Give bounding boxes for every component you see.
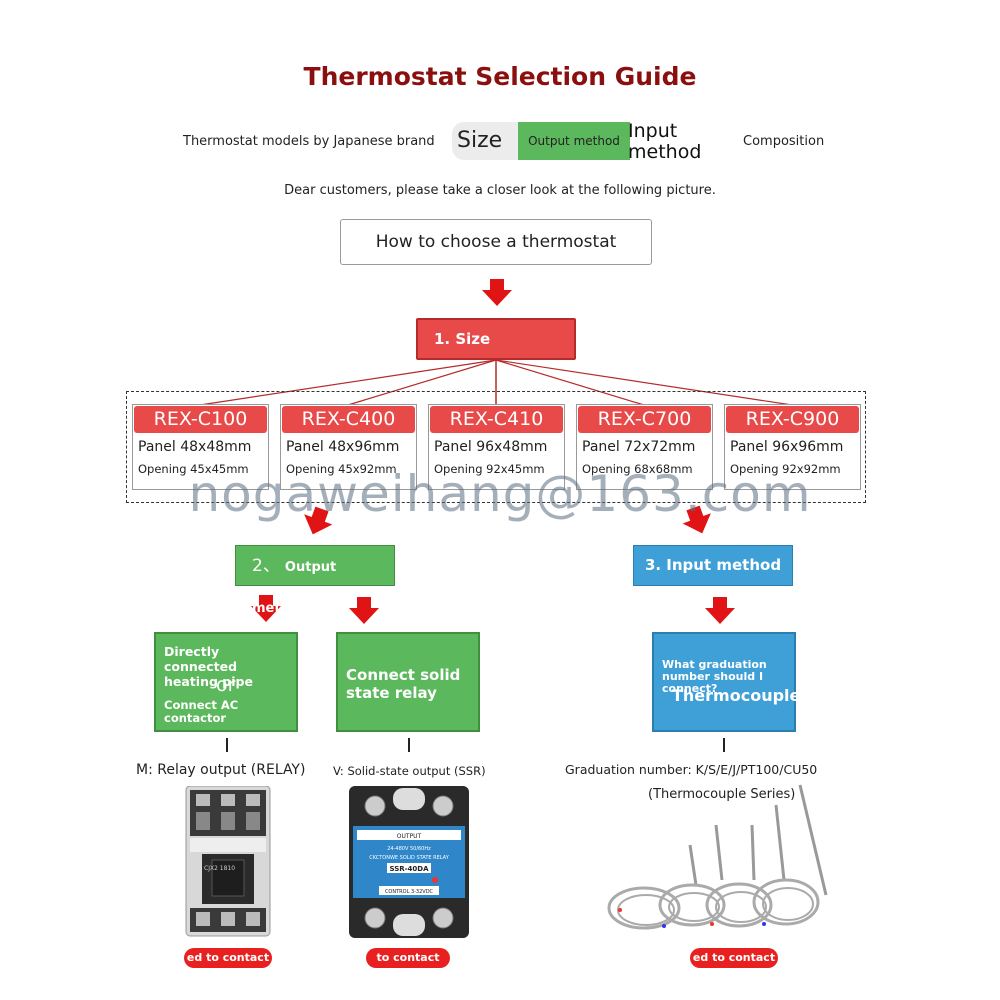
model-name: REX-C100 (134, 406, 267, 433)
output-option-or: or (216, 674, 236, 696)
model-opening-size: Opening 92x92mm (730, 462, 841, 476)
output-option-line2: Connect AC contactor (164, 698, 239, 725)
model-card-rex-c900: REX-C900 Panel 96x96mm Opening 92x92mm (724, 404, 861, 490)
model-name: REX-C400 (282, 406, 415, 433)
output-option-relay-box: Directly connected heating pipe or Conne… (154, 632, 298, 732)
ssr-model-text: SSR-40DA (389, 865, 429, 873)
input-option-box: What graduation number should I connect?… (652, 632, 800, 732)
ssr-load-text: 24-480V 50/60Hz (387, 846, 431, 852)
graduation-caption: Graduation number: K/S/E/J/PT100/CU50 (565, 762, 818, 777)
output-option-ssr-box: Connect solid state relay (336, 632, 480, 732)
input-answer: Thermocouple (672, 686, 801, 705)
arrow-down-icon (482, 279, 512, 306)
ssr-control-text: CONTROL 3-32VDC (385, 889, 434, 895)
connector-tick (226, 738, 228, 752)
model-card-rex-c410: REX-C410 Panel 96x48mm Opening 92x45mm (428, 404, 565, 490)
model-card-rex-c400: REX-C400 Panel 48x96mm Opening 45x92mm (280, 404, 417, 490)
arrow-down-icon (349, 597, 379, 624)
model-opening-size: Opening 68x68mm (582, 462, 693, 476)
contactor-model-text: CJX2 1810 (204, 865, 235, 872)
brand-models-label: Thermostat models by Japanese brand (183, 134, 435, 149)
model-panel-size: Panel 96x96mm (730, 439, 844, 455)
output-option-ssr-text: Connect solid state relay (346, 666, 461, 702)
model-name: REX-C700 (578, 406, 711, 433)
intro-text: Dear customers, please take a closer loo… (284, 183, 716, 198)
series-caption: (Thermocouple Series) (648, 787, 796, 802)
step-size-box: 1. Size (416, 318, 576, 360)
model-card-rex-c700: REX-C700 Panel 72x72mm Opening 68x68mm (576, 404, 713, 490)
size-step-pill: Size (452, 122, 524, 160)
ssr-output-text: OUTPUT (397, 833, 422, 840)
model-opening-size: Opening 92x45mm (434, 462, 545, 476)
step-input-method-box: 3. Input method (633, 545, 793, 586)
model-opening-size: Opening 45x92mm (286, 462, 397, 476)
model-panel-size: Panel 96x48mm (434, 439, 548, 455)
watermark: nogaweihang@163.com (188, 465, 812, 523)
contact-button[interactable]: to contact (366, 948, 450, 968)
ssr-caption: V: Solid-state output (SSR) (333, 764, 486, 778)
model-name: REX-C900 (726, 406, 859, 433)
output-option-line1: Directly connected heating pipe (164, 644, 253, 689)
step-label: Output method (252, 560, 337, 616)
how-to-box: How to choose a thermostat (340, 219, 652, 265)
model-panel-size: Panel 72x72mm (582, 439, 696, 455)
contact-button[interactable]: ed to contact (690, 948, 778, 968)
models-group (126, 391, 866, 503)
thermocouple-probes-image (607, 784, 828, 930)
ssr-brand-text: CKCTONWE SOLID STATE RELAY (369, 855, 449, 861)
arrow-down-icon (705, 597, 735, 624)
model-panel-size: Panel 48x48mm (138, 439, 252, 455)
model-panel-size: Panel 48x96mm (286, 439, 400, 455)
input-question: What graduation number should I connect? (662, 658, 767, 695)
connector-tick (408, 738, 410, 752)
model-name: REX-C410 (430, 406, 563, 433)
step-number: 2、 (252, 556, 280, 576)
contact-button[interactable]: ed to contact (184, 948, 272, 968)
input-method-step-label: Input method (628, 120, 702, 163)
relay-caption: M: Relay output (RELAY) (136, 762, 306, 778)
output-method-step-pill: Output method (518, 122, 630, 160)
ac-contactor-image: CJX2 1810 (185, 786, 271, 937)
connector-tick (723, 738, 725, 752)
model-opening-size: Opening 45x45mm (138, 462, 249, 476)
model-card-rex-c100: REX-C100 Panel 48x48mm Opening 45x45mm (132, 404, 269, 490)
page-title: Thermostat Selection Guide (303, 62, 697, 91)
solid-state-relay-image: OUTPUT 24-480V 50/60Hz CKCTONWE SOLID ST… (349, 786, 469, 938)
composition-label: Composition (743, 134, 825, 149)
step-output-method-box: 2、 Output method (235, 545, 395, 616)
